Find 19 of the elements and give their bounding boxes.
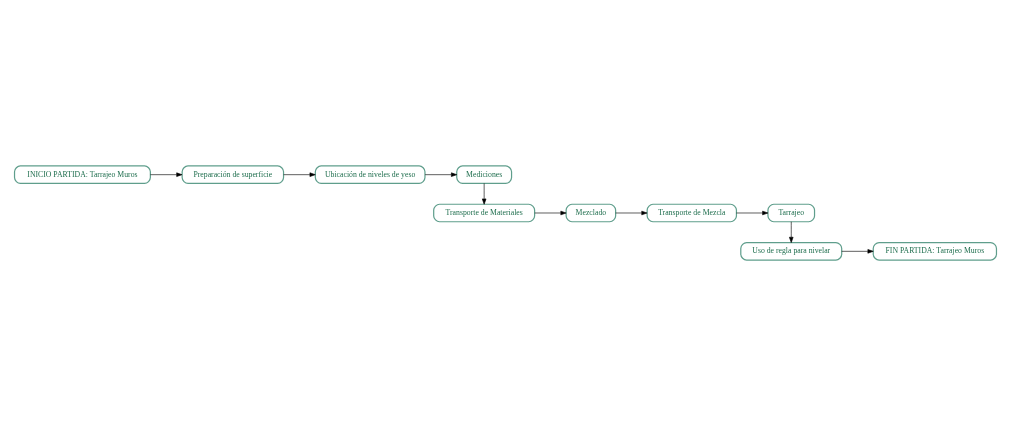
node-box: Preparación de superficie: [181, 165, 285, 184]
node-box: Uso de regla para nivelar: [740, 242, 843, 261]
node-box: Ubicación de niveles de yeso: [314, 165, 426, 184]
arrow: [789, 221, 794, 243]
arrow: [841, 249, 874, 254]
node-box: Mezclado: [565, 203, 617, 223]
node-box: Transporte de Materiales: [433, 203, 536, 223]
arrow: [534, 210, 567, 216]
arrow: [424, 172, 458, 177]
node-box: Transporte de Mezcla: [646, 203, 738, 223]
arrow: [736, 210, 769, 216]
arrow: [615, 210, 648, 216]
node-box: Mediciones: [456, 165, 513, 184]
arrow: [150, 172, 183, 177]
arrow: [283, 172, 316, 177]
node-box: Tarrajeo: [767, 203, 816, 223]
arrow: [481, 183, 487, 205]
node-box: INICIO PARTIDA: Tarrajeo Muros: [13, 165, 151, 184]
node-box: FIN PARTIDA: Tarrajeo Muros: [872, 242, 998, 261]
